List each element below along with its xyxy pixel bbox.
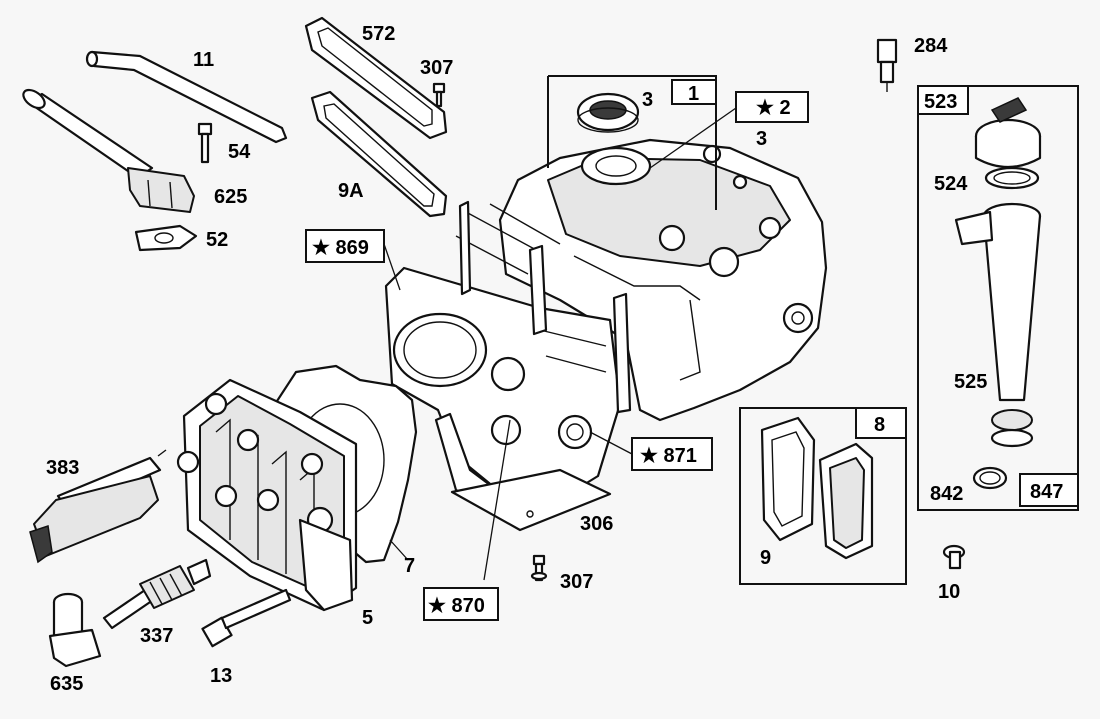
- part-307b-screw: [530, 554, 548, 582]
- label-383: 383: [46, 457, 79, 479]
- part-11-dipstick-rod: [85, 50, 288, 144]
- label-1: 1: [688, 83, 699, 105]
- part-523-oil-cap: [974, 97, 1042, 168]
- part-625-handle: [22, 88, 195, 213]
- label-306: 306: [580, 513, 613, 535]
- part-306-gasket: [450, 468, 612, 532]
- label-52: 52: [206, 229, 228, 251]
- label-871: ★ 871: [640, 445, 697, 467]
- leader-lines: [383, 107, 737, 581]
- part-54-screw: [197, 122, 213, 164]
- label-870: ★ 870: [428, 595, 485, 617]
- label-3-seal: 3: [642, 89, 653, 111]
- assembly-1-frame: [547, 75, 717, 210]
- part-13-bolt: [201, 588, 292, 648]
- part-842-o-ring: [972, 466, 1008, 490]
- part-524-o-ring: [984, 166, 1040, 190]
- label-7: 7: [404, 555, 415, 577]
- part-337-spark-plug: [102, 558, 212, 630]
- label-3-sub: 3: [756, 128, 767, 150]
- part-3-oil-seal: [576, 92, 640, 133]
- label-13: 13: [210, 665, 232, 687]
- label-524: 524: [934, 173, 968, 195]
- label-842: 842: [930, 483, 963, 505]
- part-9-breather-gasket: [760, 416, 816, 542]
- label-847: 847: [1030, 481, 1063, 503]
- assembly-847-frame: [917, 85, 1079, 511]
- part-284-plug: [876, 38, 898, 92]
- label-525: 525: [954, 371, 987, 393]
- part-307a-screw: [432, 82, 446, 108]
- label-54: 54: [228, 141, 251, 163]
- label-635: 635: [50, 673, 83, 695]
- part-10-fitting: [942, 544, 966, 570]
- label-boxes: [305, 79, 1079, 621]
- label-9A: 9A: [338, 180, 364, 202]
- part-5-cylinder-head: [176, 378, 358, 612]
- part-525-oil-fill-tube: [954, 202, 1042, 448]
- label-10: 10: [938, 581, 960, 603]
- label-8: 8: [874, 414, 885, 436]
- label-625: 625: [214, 186, 247, 208]
- label-307-bottom: 307: [560, 571, 593, 593]
- part-383-tool: [29, 449, 167, 564]
- assembly-8-frame: [739, 407, 907, 585]
- engine-crankcase-block: [384, 138, 828, 522]
- label-284: 284: [914, 35, 948, 57]
- label-5: 5: [362, 607, 373, 629]
- label-523: 523: [924, 91, 957, 113]
- part-572-breather-cover: [304, 16, 448, 140]
- label-307-top: 307: [420, 57, 453, 79]
- label-11: 11: [193, 49, 214, 71]
- label-869: ★ 869: [312, 237, 369, 259]
- label-9: 9: [760, 547, 771, 569]
- label-572: 572: [362, 23, 395, 45]
- part-635-boot: [48, 592, 102, 668]
- label-2: ★ 2: [756, 97, 791, 119]
- part-8-breather-cover: [818, 442, 874, 560]
- part-9A-breather-gasket: [310, 90, 448, 218]
- part-52-gasket: [134, 224, 198, 252]
- label-337: 337: [140, 625, 173, 647]
